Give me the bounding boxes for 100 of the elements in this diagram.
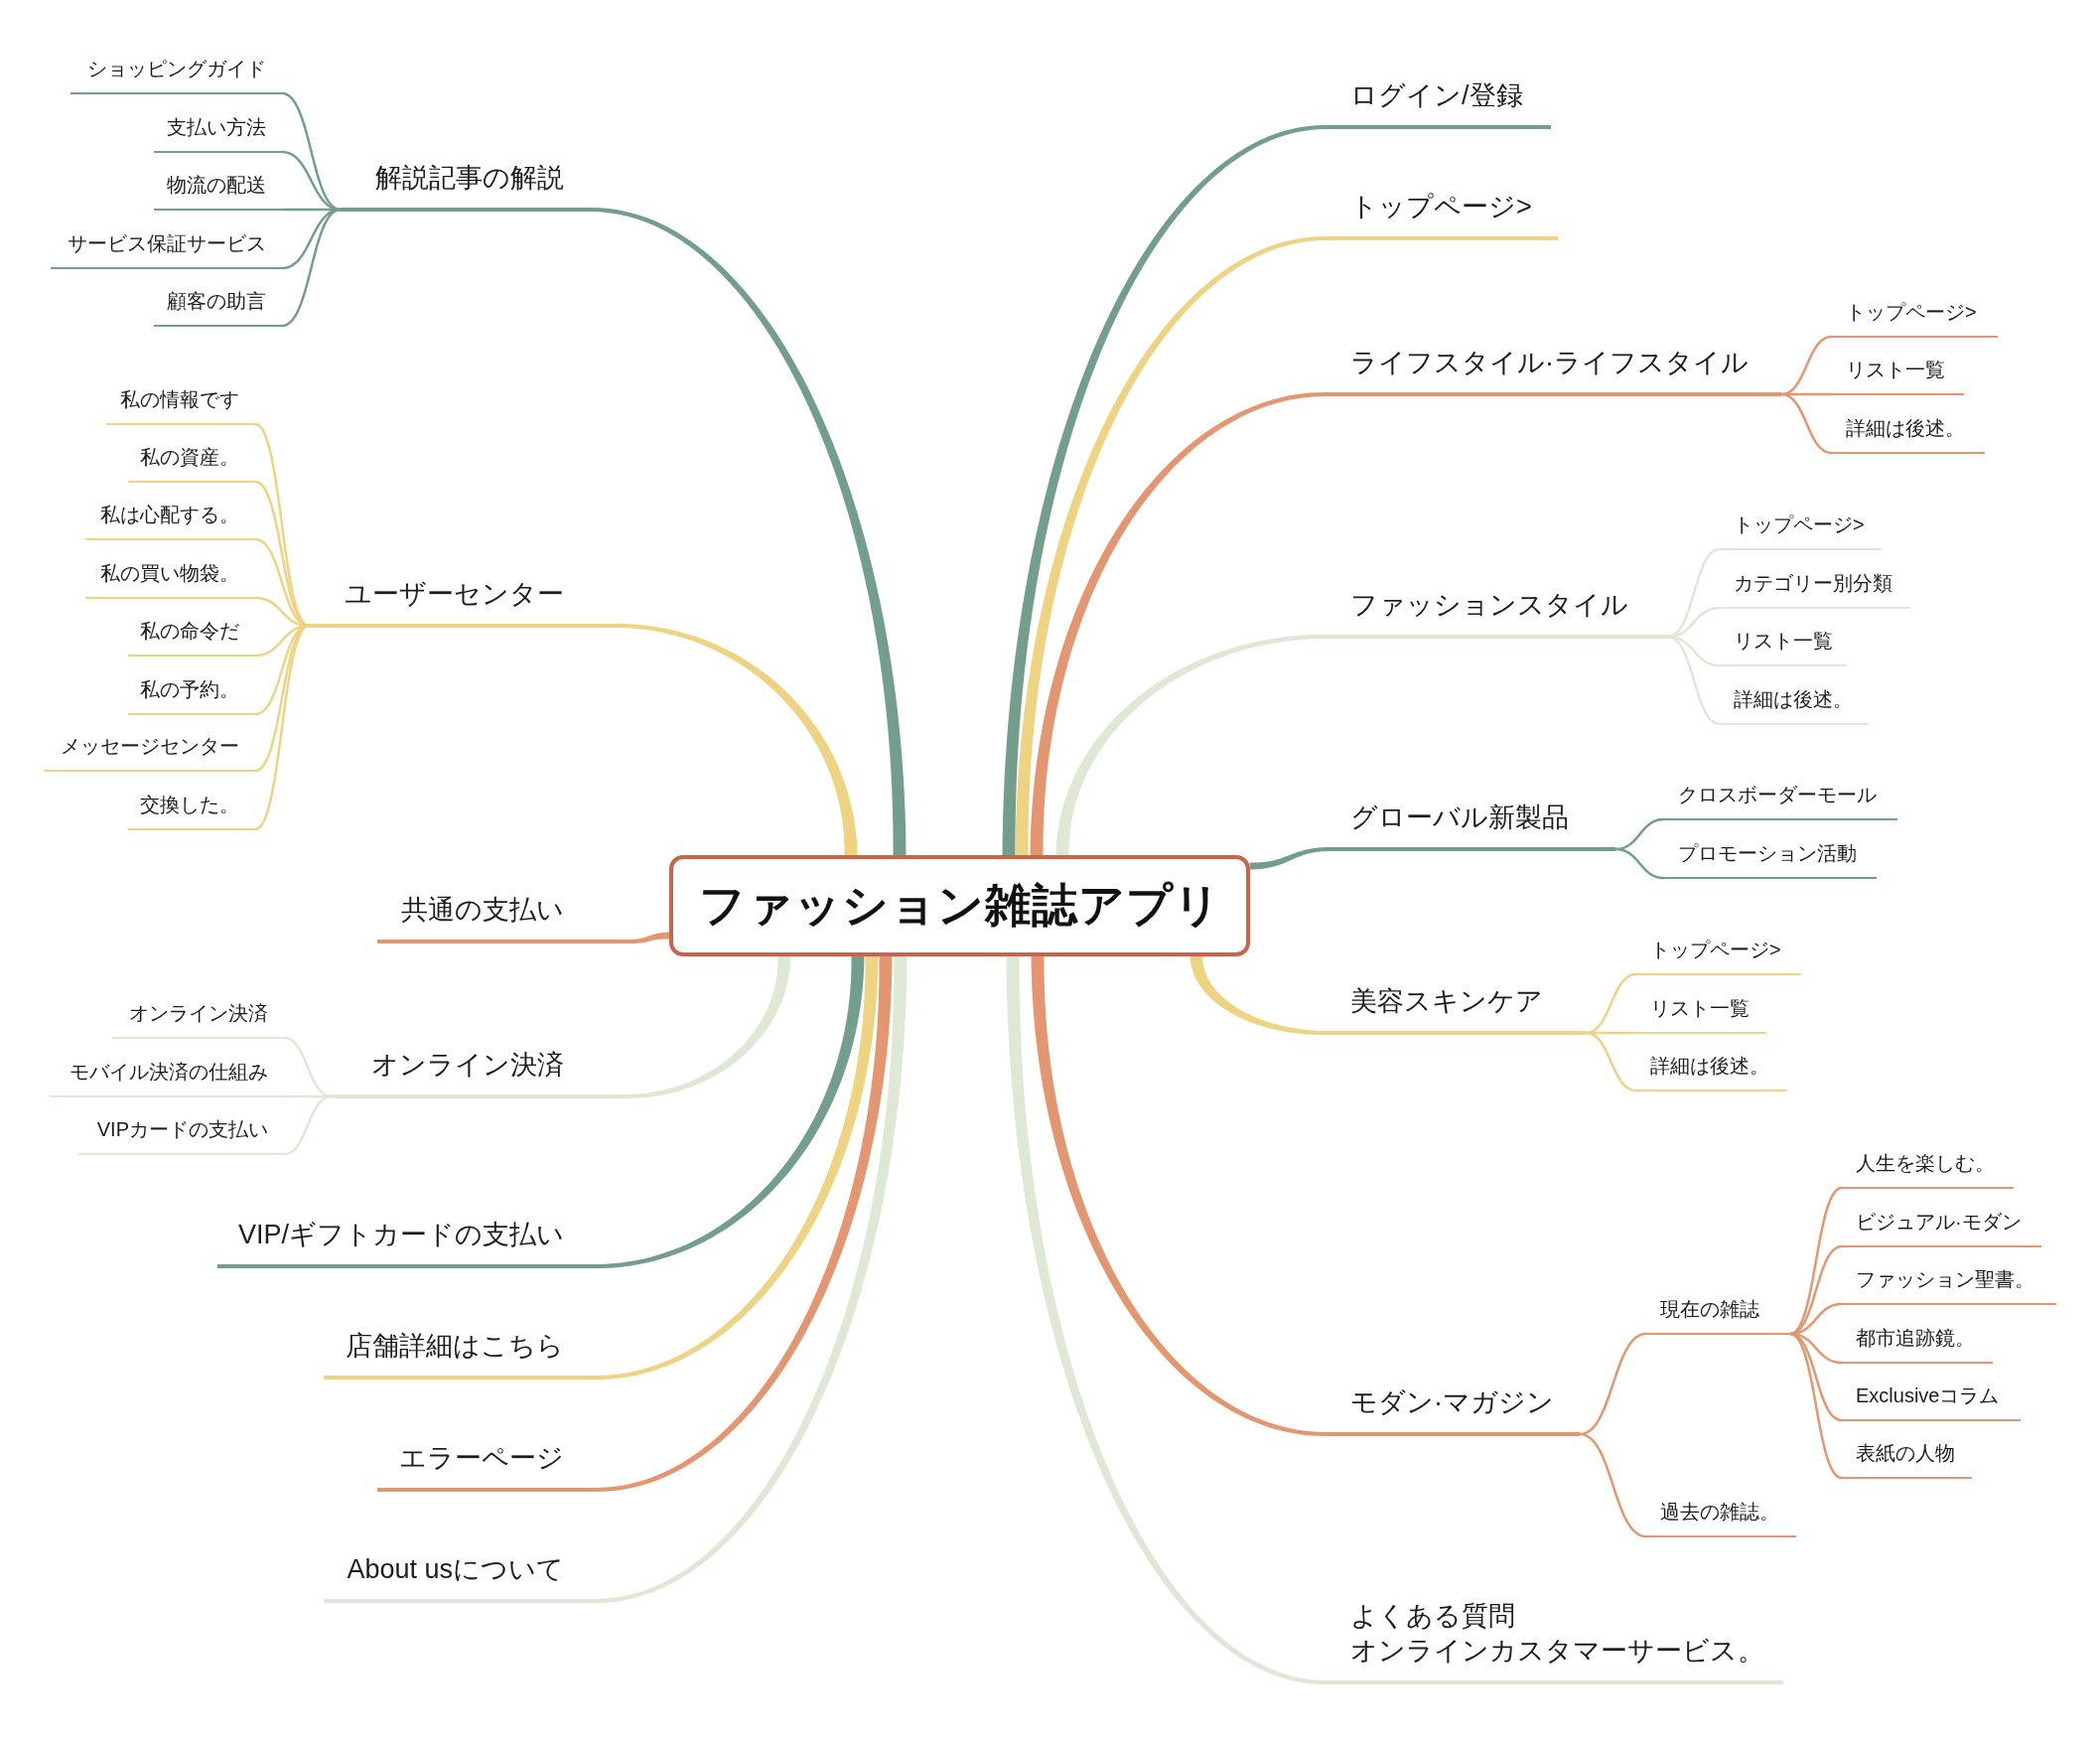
topic-text: 私の予約。	[140, 677, 239, 703]
sub-branch-connector	[1579, 1432, 1647, 1538]
topic-text: 私の資産。	[140, 445, 239, 471]
subtopic	[1842, 1440, 1972, 1480]
topic-text: 店舗詳細はこちら	[346, 1330, 564, 1363]
topic-text: 過去の雑誌。	[1660, 1500, 1779, 1526]
topic-text: トップページ>	[1846, 300, 1977, 326]
topic-text: 共通の支払い	[401, 894, 564, 927]
topic-text: カテゴリー別分類	[1734, 571, 1892, 597]
subtopic	[1832, 415, 1985, 455]
branch-connector	[596, 956, 865, 1268]
topic-text: オンライン決済	[371, 1049, 564, 1082]
main-topic	[332, 1048, 626, 1098]
subtopic	[154, 114, 282, 154]
subtopic	[1720, 511, 1882, 551]
branch-connector	[596, 956, 893, 1492]
sub-branch-connector	[1789, 1244, 1843, 1336]
topic-text: 都市追跡鏡。	[1856, 1326, 1975, 1352]
subtopic	[154, 288, 282, 328]
subtopic	[128, 444, 255, 484]
topic-text: 詳細は後述。	[1734, 687, 1853, 713]
subtopic	[1842, 1325, 1993, 1365]
main-topic	[1326, 190, 1558, 240]
topic-text: リスト一覧	[1846, 358, 1945, 383]
topic-text: ユーザーセンター	[345, 578, 564, 611]
main-topic	[341, 161, 591, 212]
subtopic	[78, 1116, 284, 1156]
topic-text: ビジュアル·モダン	[1856, 1210, 2022, 1235]
subtopic	[1842, 1150, 2014, 1190]
subtopic	[106, 386, 255, 426]
central-topic-text: ファッション雑誌アプリ	[698, 878, 1221, 933]
sub-branch-connector	[1789, 1332, 1843, 1480]
subtopic	[1832, 299, 1998, 339]
topic-text: ログイン/登録	[1350, 79, 1523, 112]
topic-text: 詳細は後述。	[1650, 1054, 1769, 1080]
subtopic	[85, 502, 255, 541]
main-topic	[377, 893, 630, 944]
branch-connector	[591, 208, 907, 855]
sub-branch-connector	[254, 422, 310, 628]
topic-text: グローバル新製品	[1350, 801, 1569, 834]
branch-connector	[1030, 392, 1326, 855]
sub-branch-connector	[1614, 847, 1665, 880]
branch-connector	[1002, 125, 1326, 855]
topic-text: ショッピングガイド	[87, 57, 266, 82]
topic-text: モダン·マガジン	[1350, 1386, 1554, 1419]
main-topic	[324, 1329, 596, 1380]
subtopic	[1646, 1499, 1796, 1538]
subtopic	[1720, 686, 1869, 726]
subtopic	[1664, 840, 1877, 880]
branch-connector	[596, 956, 879, 1380]
topic-text: リスト一覧	[1734, 629, 1833, 654]
branch-connector	[626, 956, 791, 1098]
topic-text: オンラインカスタマーサービス。	[1350, 1635, 1764, 1668]
topic-text: 人生を楽しむ。	[1856, 1151, 1995, 1177]
branch-connector	[630, 932, 669, 944]
sub-branch-connector	[1667, 547, 1721, 639]
topic-text: リスト一覧	[1650, 996, 1750, 1022]
topic-text: 私の命令だ	[140, 619, 239, 645]
main-topic	[1326, 1599, 1783, 1684]
subtopic	[1720, 570, 1910, 610]
topic-text: 交換した。	[140, 793, 239, 818]
topic-text: ライフスタイル·ライフスタイル	[1350, 347, 1749, 379]
topic-text: Exclusiveコラム	[1856, 1383, 2000, 1409]
branch-connector	[1190, 956, 1326, 1035]
sub-branch-connector	[283, 1094, 333, 1156]
main-topic	[1326, 984, 1586, 1035]
subtopic	[112, 1000, 284, 1040]
topic-text: 解説記事の解説	[375, 162, 564, 195]
topic-text: メッセージセンター	[61, 734, 239, 760]
topic-text: 私の情報です	[120, 387, 239, 413]
topic-text: 物流の配送	[167, 173, 266, 199]
branch-connector	[1055, 635, 1326, 855]
topic-text: VIPカードの支払い	[96, 1117, 268, 1143]
topic-text: ファッションスタイル	[1350, 589, 1628, 622]
topic-text: エラーページ	[399, 1442, 564, 1475]
topic-text: 支払い方法	[167, 115, 266, 141]
topic-text: トップページ>	[1650, 938, 1781, 963]
subtopic	[1646, 1296, 1790, 1336]
subtopic	[128, 792, 255, 831]
main-topic	[217, 1218, 596, 1268]
topic-text: トップページ>	[1350, 191, 1532, 223]
topic-text: 私は心配する。	[100, 503, 239, 528]
topic-text: 私の買い物袋。	[100, 561, 239, 587]
branch-connector	[1250, 847, 1330, 870]
branch-connector	[596, 956, 908, 1603]
sub-branch-connector	[281, 91, 342, 212]
topic-text: 美容スキンケア	[1350, 985, 1543, 1018]
topic-text: ファッション聖書。	[1856, 1267, 2034, 1293]
topic-text: プロモーション活動	[1678, 841, 1857, 867]
topic-text: About usについて	[347, 1553, 564, 1586]
sub-branch-connector	[1780, 392, 1833, 455]
topic-text: 詳細は後述。	[1846, 416, 1965, 442]
sub-branch-connector	[283, 1036, 333, 1098]
sub-branch-connector	[1667, 635, 1721, 726]
branch-connector	[616, 624, 858, 855]
topic-text: オンライン決済	[129, 1001, 268, 1027]
topic-text: VIP/ギフトカードの支払い	[237, 1219, 564, 1251]
sub-branch-connector	[1585, 1031, 1637, 1092]
subtopic	[1842, 1266, 2056, 1306]
topic-text: トップページ>	[1734, 512, 1865, 538]
